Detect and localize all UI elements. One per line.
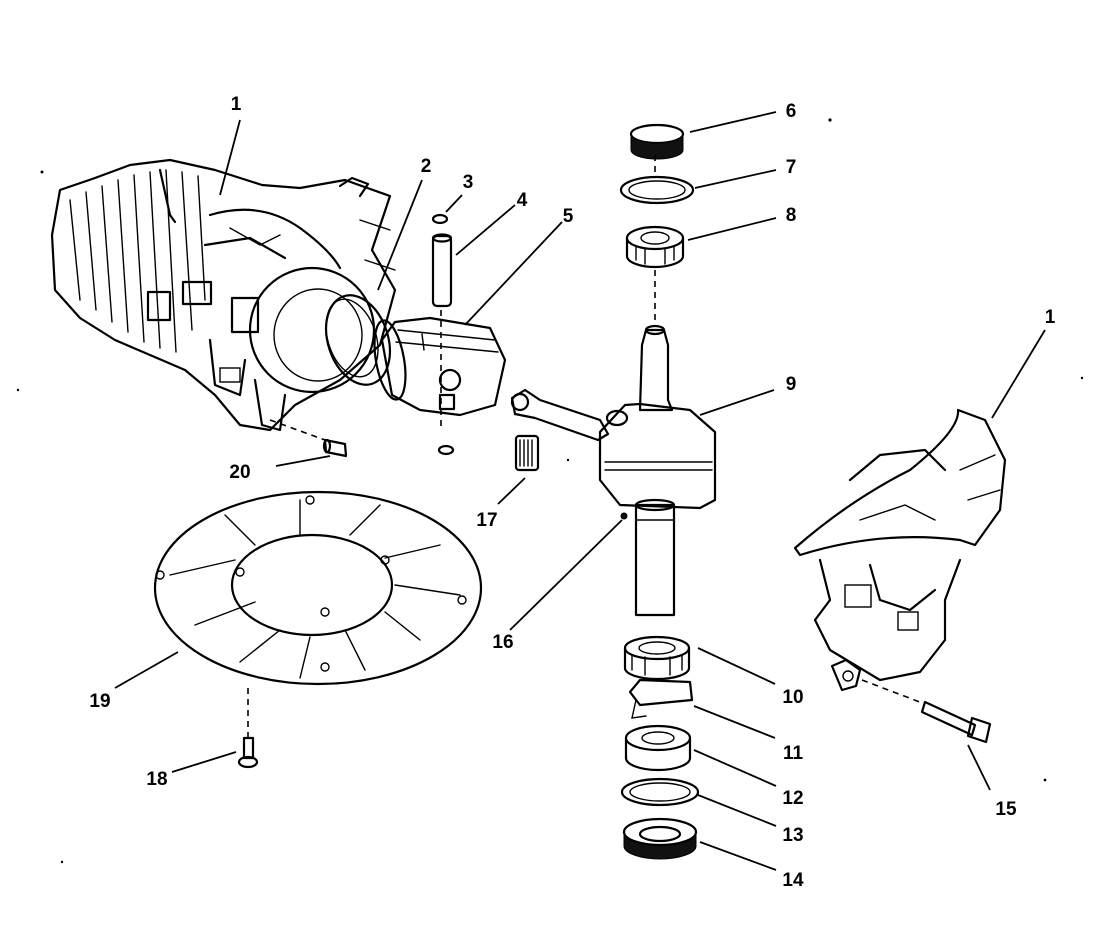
bolt bbox=[920, 700, 992, 744]
callout-5: 5 bbox=[563, 206, 574, 227]
lower-snap-ring bbox=[620, 777, 700, 807]
bearing-retainer bbox=[628, 678, 694, 719]
callout-13: 13 bbox=[782, 825, 803, 846]
needle-bearing bbox=[514, 434, 540, 472]
crankcase-cylinder-block bbox=[50, 158, 397, 432]
leader-lines bbox=[114, 111, 1046, 871]
crankshaft bbox=[598, 324, 717, 617]
callout-14: 14 bbox=[782, 870, 804, 891]
callout-labels: 1 2 3 4 5 6 7 8 9 1 20 17 16 19 18 10 11… bbox=[89, 94, 1055, 891]
callout-1: 1 bbox=[231, 94, 242, 115]
piston-pin-clip-top bbox=[431, 213, 449, 225]
callout-1-right: 1 bbox=[1045, 307, 1056, 328]
crankcase-cover bbox=[793, 408, 1007, 692]
callout-16: 16 bbox=[492, 632, 513, 653]
callout-11: 11 bbox=[783, 743, 804, 764]
connecting-rod bbox=[510, 388, 610, 442]
callout-18: 18 bbox=[146, 769, 167, 790]
backing-plate bbox=[153, 490, 483, 686]
lower-oil-seal bbox=[622, 817, 698, 860]
dowel-alignment-line bbox=[269, 419, 326, 441]
callout-10: 10 bbox=[782, 687, 803, 708]
callout-9: 9 bbox=[786, 374, 797, 395]
callout-12: 12 bbox=[782, 788, 803, 809]
callout-20: 20 bbox=[229, 462, 250, 483]
piston-pin-clip-bottom bbox=[437, 444, 455, 456]
piston bbox=[373, 316, 507, 417]
dowel-pin bbox=[322, 438, 348, 458]
lower-ball-bearing bbox=[623, 635, 691, 681]
callout-8: 8 bbox=[786, 205, 797, 226]
scan-specks bbox=[16, 118, 1084, 864]
top-ball-bearing bbox=[625, 225, 685, 269]
top-oil-seal bbox=[629, 123, 685, 160]
callout-4: 4 bbox=[517, 190, 528, 211]
check-ball bbox=[620, 512, 628, 520]
callout-7: 7 bbox=[786, 157, 797, 178]
piston-pin bbox=[431, 233, 453, 308]
screw bbox=[237, 736, 259, 769]
callout-17: 17 bbox=[476, 510, 497, 531]
callout-19: 19 bbox=[89, 691, 110, 712]
callout-3: 3 bbox=[463, 172, 474, 193]
piston-rings bbox=[325, 294, 391, 386]
callout-15: 15 bbox=[995, 799, 1017, 820]
callout-6: 6 bbox=[786, 101, 797, 122]
callout-2: 2 bbox=[421, 156, 432, 177]
top-snap-ring bbox=[619, 175, 695, 205]
lower-bearing bbox=[624, 724, 692, 772]
bolt-alignment-line bbox=[861, 679, 926, 705]
